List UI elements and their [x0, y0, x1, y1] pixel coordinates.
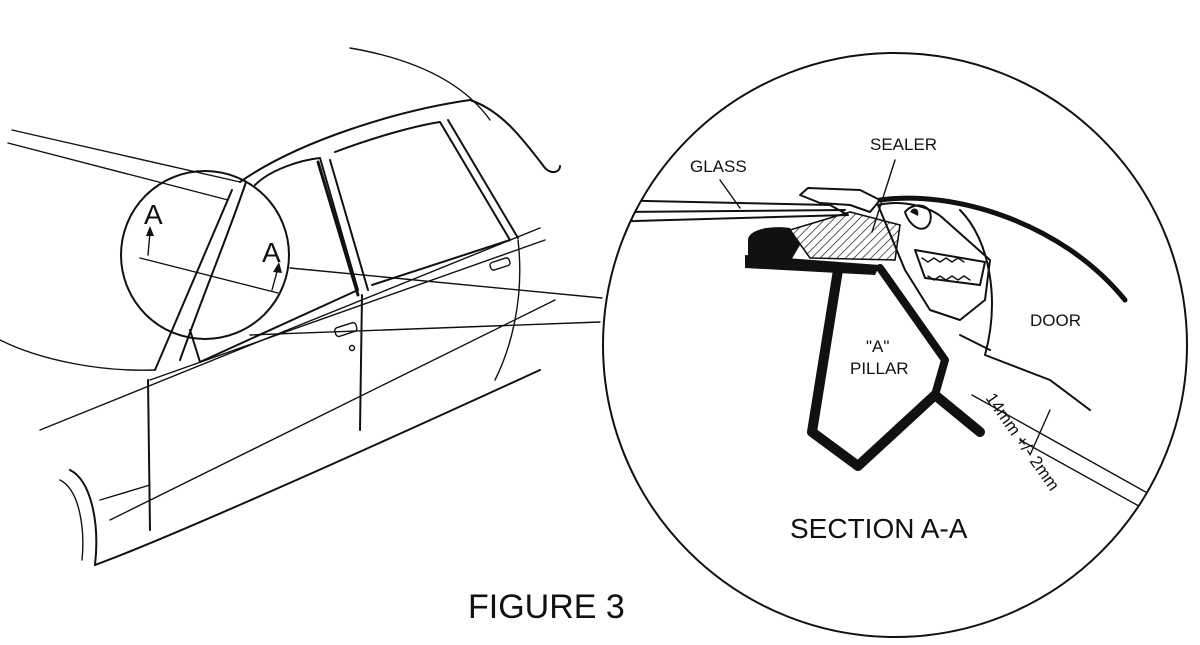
detail-circle [120, 170, 290, 340]
marker-left-label: A [144, 199, 163, 230]
leader-line-lower [249, 321, 601, 336]
figure-caption: FIGURE 3 [468, 588, 625, 626]
rear-door-handle [489, 257, 511, 271]
hood-edge [0, 339, 156, 371]
rear-window-frame [334, 121, 511, 286]
rocker-lower [94, 369, 541, 566]
weatherstrip-inner-1 [914, 249, 986, 286]
front-door-front-seam [147, 379, 151, 531]
door-inner-step [959, 334, 991, 351]
section-title: SECTION A-A [790, 513, 968, 544]
weatherstrip-bulb [904, 204, 932, 230]
door-outer-skin [877, 195, 1128, 303]
car-roof-back [349, 47, 491, 121]
belt-line-upper [39, 227, 541, 431]
leader-line-upper [289, 267, 603, 299]
sealer-leader [871, 159, 896, 233]
weatherstrip-ripple-1 [921, 257, 965, 263]
glass-leader [719, 179, 741, 209]
label-glass: GLASS [690, 157, 747, 176]
door-lock [348, 344, 356, 352]
a-pillar-inner [179, 181, 247, 361]
marker-right-arrowhead [273, 262, 282, 273]
a-pillar-section [807, 265, 985, 471]
front-wheel-arch [69, 469, 98, 566]
a-pillar-outline [154, 189, 233, 371]
hood-line-upper [11, 129, 241, 183]
dimension-ext-upper [971, 394, 1161, 501]
rear-door-rear-seam [494, 239, 521, 381]
car-roof-line [239, 99, 561, 183]
body-crease [109, 299, 556, 521]
label-pillar-line2: PILLAR [850, 359, 909, 378]
label-pillar-line1: "A" [866, 337, 889, 356]
sealer-bead [788, 211, 901, 261]
marker-right-label: A [262, 237, 281, 268]
b-pillar-inner [329, 159, 369, 291]
a-pillar-section-right [876, 264, 949, 399]
label-dimension: 14mm +/- 2mm [982, 389, 1063, 494]
section-view: GLASS SEALER "A" PILLAR DOOR 14mm +/- 2m… [602, 52, 1188, 638]
rear-window-edge [447, 119, 519, 239]
dimension-arrow-line [1029, 409, 1051, 456]
belt-line-mid [149, 239, 546, 381]
label-door: DOOR [1030, 311, 1081, 330]
glass-panel-edge [619, 209, 846, 213]
label-sealer: SEALER [870, 135, 937, 154]
front-door-rear-seam [359, 294, 363, 431]
section-circle [602, 52, 1188, 638]
door-inner-panel [959, 209, 1091, 411]
body-crease-2 [99, 484, 151, 501]
front-door-handle [334, 321, 358, 338]
front-wheel-arch-inner [59, 479, 84, 561]
front-window-frame [189, 157, 359, 363]
marker-left-arrowhead [146, 226, 154, 236]
weatherstrip-outer [877, 202, 991, 321]
car-illustration [0, 47, 561, 566]
rubber-dam [748, 227, 800, 262]
rubber-dam-base [745, 255, 880, 275]
hood-line-lower [7, 142, 229, 201]
section-line [139, 257, 279, 294]
retainer-clip [799, 187, 881, 213]
detail-callout: A A [120, 170, 603, 340]
b-pillar [316, 160, 360, 297]
weatherstrip-dot [910, 208, 919, 216]
weatherstrip-ripple-2 [927, 275, 971, 281]
